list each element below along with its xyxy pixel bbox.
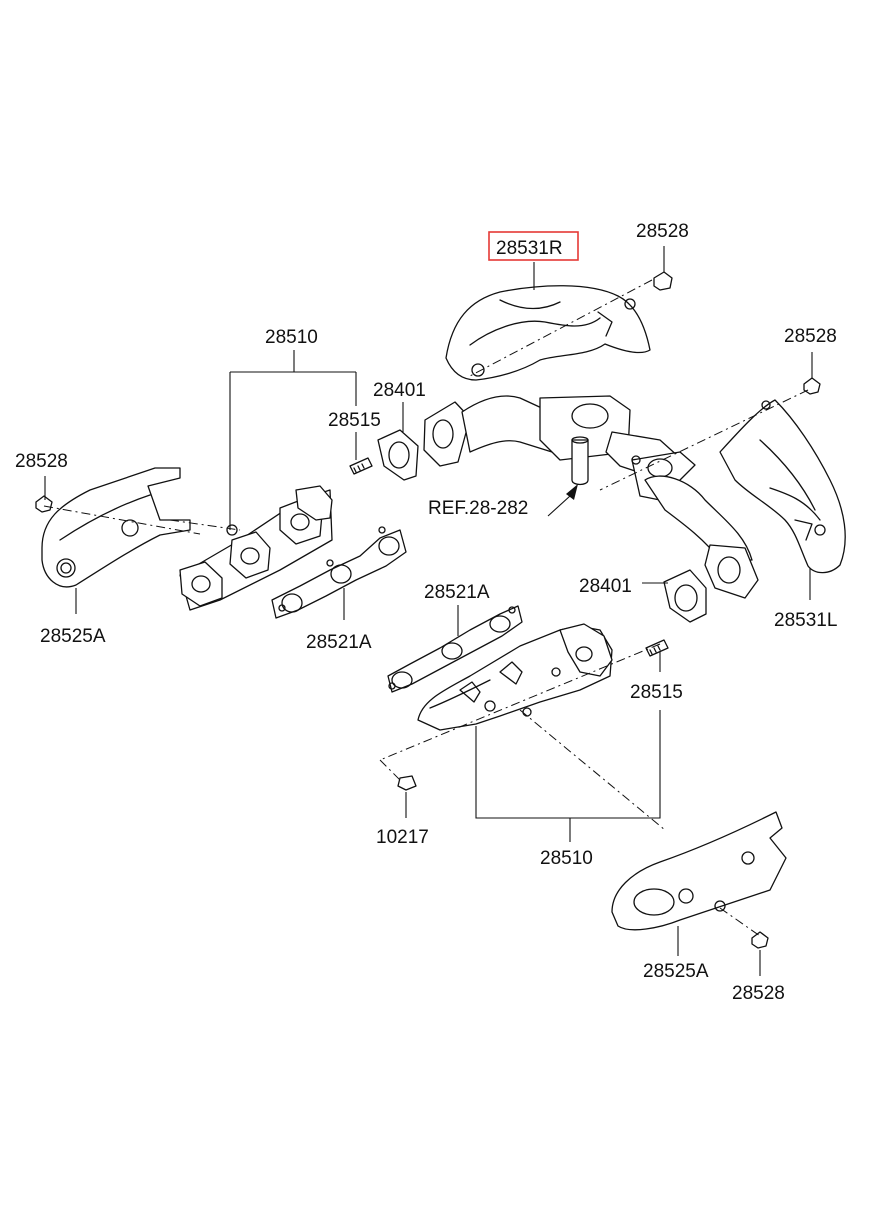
label-28531R[interactable]: 28531R [496, 238, 563, 259]
label-28401-top[interactable]: 28401 [373, 380, 426, 401]
label-28531L[interactable]: 28531L [774, 610, 837, 631]
heat-shield-28531R [445, 285, 651, 381]
alignment-lines [43, 279, 809, 937]
gasket-left-28521A [271, 526, 407, 619]
label-28525A-left[interactable]: 28525A [40, 626, 106, 647]
label-28515-right[interactable]: 28515 [630, 682, 683, 703]
bolt-top-28528 [653, 271, 673, 291]
label-28528-top[interactable]: 28528 [636, 221, 689, 242]
label-28510-top[interactable]: 28510 [265, 327, 318, 348]
label-10217[interactable]: 10217 [376, 827, 429, 848]
label-28528-bottom[interactable]: 28528 [732, 983, 785, 1004]
stud-right-28515 [645, 639, 669, 657]
exhaust-manifold-left-28510 [179, 485, 333, 611]
ref-arrow [547, 484, 578, 517]
stud-left-28515 [349, 457, 373, 475]
heat-shield-28531L [719, 399, 846, 574]
flange-gasket-right-28401 [663, 569, 707, 623]
label-28521A-top[interactable]: 28521A [424, 582, 490, 603]
label-28521A-mid[interactable]: 28521A [306, 632, 372, 653]
exhaust-manifold-right-28510 [417, 623, 613, 731]
bolt-bottom-28528 [751, 931, 769, 949]
label-28401-right[interactable]: 28401 [579, 576, 632, 597]
nut-10217 [397, 775, 417, 791]
highlight-box-28531R [488, 231, 579, 261]
bolt-right-28528 [803, 377, 821, 395]
heat-shield-left-28525A [41, 467, 191, 588]
label-28528-left[interactable]: 28528 [15, 451, 68, 472]
leader-lines [44, 246, 813, 976]
gasket-right-28521A [387, 605, 523, 693]
bolt-left-28528 [35, 495, 53, 513]
heat-shield-right-28525A [611, 811, 787, 931]
label-28525A-right[interactable]: 28525A [643, 961, 709, 982]
label-28515-top[interactable]: 28515 [328, 410, 381, 431]
label-ref-28-282[interactable]: REF.28-282 [428, 498, 528, 519]
flange-gasket-left-28401 [377, 429, 419, 481]
label-28510-bottom[interactable]: 28510 [540, 848, 593, 869]
label-28528-right[interactable]: 28528 [784, 326, 837, 347]
y-pipe-assembly [423, 395, 759, 599]
